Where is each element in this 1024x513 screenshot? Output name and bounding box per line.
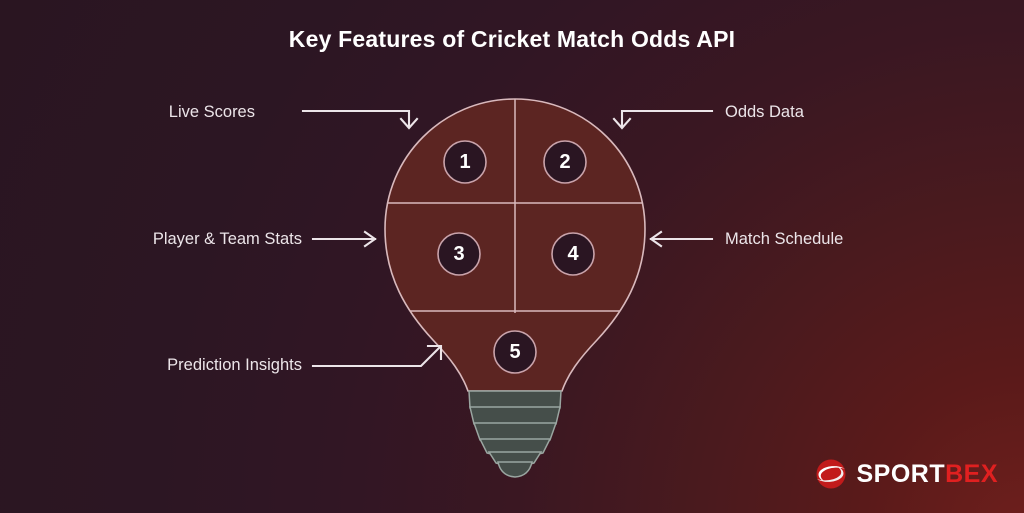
segment-number-3: 3 [453,243,464,265]
segment-marker-2: 2 [543,140,587,184]
logo-text-bex: BEX [945,459,998,488]
sportbex-logo: SPORTBEX [815,457,998,491]
feature-label-match-schedule: Match Schedule [725,230,844,248]
base-tip [497,461,533,478]
segment-marker-3: 3 [437,232,481,276]
segment-number-5: 5 [509,341,520,363]
segment-markers: 1 2 3 4 5 [437,140,595,374]
logo-wordmark: SPORTBEX [856,459,998,488]
arrow-match-schedule [649,230,714,248]
arrow-player-stats [311,230,377,248]
bulb-screw-base [468,390,562,478]
segment-marker-4: 4 [551,232,595,276]
arrow-live-scores [301,109,419,130]
feature-label-prediction-insights: Prediction Insights [167,356,302,374]
page-title: Key Features of Cricket Match Odds API [288,26,736,52]
segment-number-4: 4 [567,243,579,265]
logo-text-sport: SPORT [856,459,946,488]
feature-label-player-team-stats: Player & Team Stats [152,230,302,248]
swoosh-circle-icon [816,459,846,489]
feature-label-odds-data: Odds Data [725,103,804,121]
feature-label-live-scores: Live Scores [168,103,255,121]
arrow-odds-data [612,109,714,130]
bulb-dividers [385,99,645,313]
segment-marker-1: 1 [443,140,487,184]
segment-number-1: 1 [459,151,470,173]
segment-number-2: 2 [559,151,570,173]
segment-marker-5: 5 [493,330,537,374]
arrow-prediction [311,344,443,368]
